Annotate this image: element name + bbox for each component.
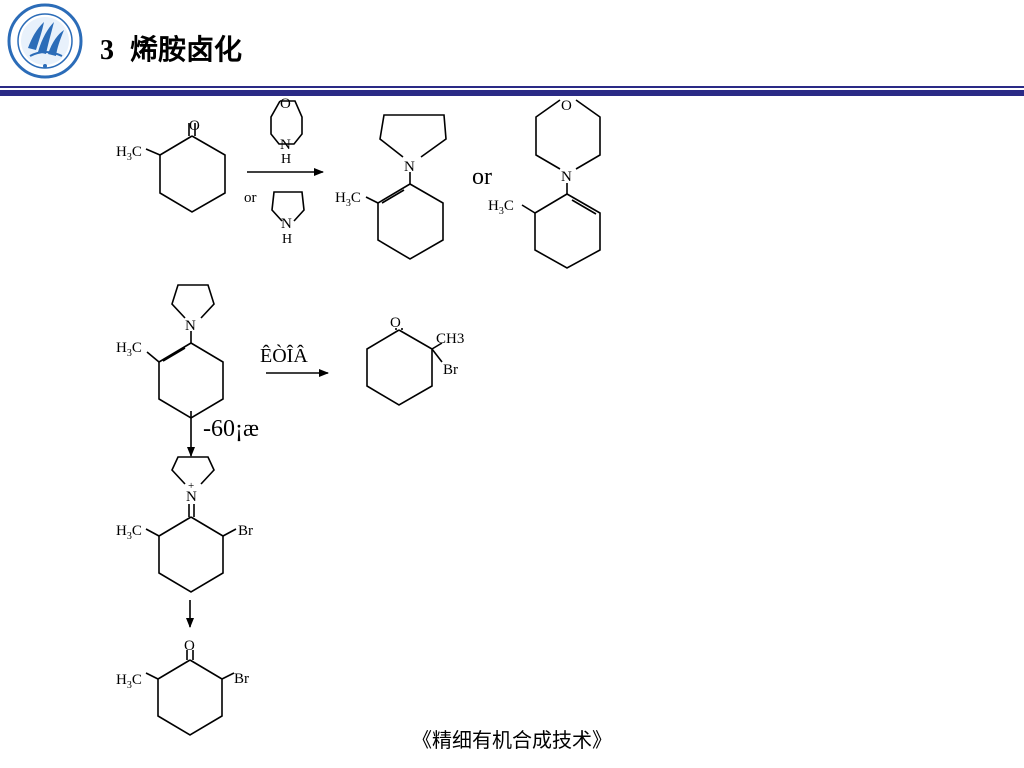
footer-course-title: 《精细有机合成技术》 <box>412 730 612 752</box>
pyrrolidine-h: H <box>282 232 292 247</box>
or-small: or <box>244 190 257 206</box>
reaction-scheme: O H3C O N H or N H N H3C or O N H3C <box>116 96 601 736</box>
molecule-2-bromo-2-methylcyclohexanone: O CH3 Br <box>366 315 464 406</box>
bromoketone-br: Br <box>443 362 458 378</box>
or-large: or <box>472 164 492 190</box>
molecule-pyrrolidine-enamine-c: N H3C <box>116 284 224 419</box>
school-logo <box>6 2 84 80</box>
molecule-morpholine-enamine-b: O N H3C <box>488 98 601 269</box>
header-rule-thick <box>0 90 1024 96</box>
enamine-a-methyl: H3C <box>335 190 361 209</box>
enamine-b-n: N <box>561 169 572 185</box>
bromoketone-o: O <box>390 315 401 331</box>
bromoketone-ch3: CH3 <box>436 331 464 347</box>
iminium-n: N <box>186 489 197 505</box>
morpholine-h: H <box>281 152 291 167</box>
molecule-iminium-bromide: N + H3C Br <box>116 456 253 593</box>
enamine-c-n: N <box>185 318 196 334</box>
morpholine-o: O <box>280 96 291 112</box>
title-text: 烯胺卤化 <box>130 35 243 66</box>
enamine-b-o: O <box>561 98 572 114</box>
pyrrolidine-n: N <box>281 216 292 232</box>
final-o: O <box>184 638 195 654</box>
molecule-2-bromo-6-methylcyclohexanone: O H3C Br <box>116 638 249 736</box>
methyl-label: H3C <box>116 144 142 163</box>
atom-o: O <box>189 118 200 134</box>
final-methyl: H3C <box>116 672 142 691</box>
iminium-plus: + <box>188 480 194 492</box>
reagent-label-garbled: ÊÒÎÂ <box>260 343 308 367</box>
header-rule-thin <box>0 86 1024 88</box>
morpholine-n: N <box>280 137 291 153</box>
iminium-methyl: H3C <box>116 523 142 542</box>
molecule-2-methylcyclohexanone: O H3C <box>116 118 226 213</box>
section-number: 3 <box>100 35 114 66</box>
temperature-label-garbled: -60¡æ <box>203 416 259 442</box>
enamine-a-n: N <box>404 159 415 175</box>
enamine-c-methyl: H3C <box>116 340 142 359</box>
final-br: Br <box>234 671 249 687</box>
reagent-morpholine: O N H <box>270 96 303 167</box>
molecule-pyrrolidine-enamine-a: N H3C <box>335 114 447 260</box>
iminium-br: Br <box>238 523 253 539</box>
slide-title: 3 烯胺卤化 <box>100 28 242 68</box>
enamine-b-methyl: H3C <box>488 198 514 217</box>
reagent-pyrrolidine: N H <box>271 191 305 247</box>
